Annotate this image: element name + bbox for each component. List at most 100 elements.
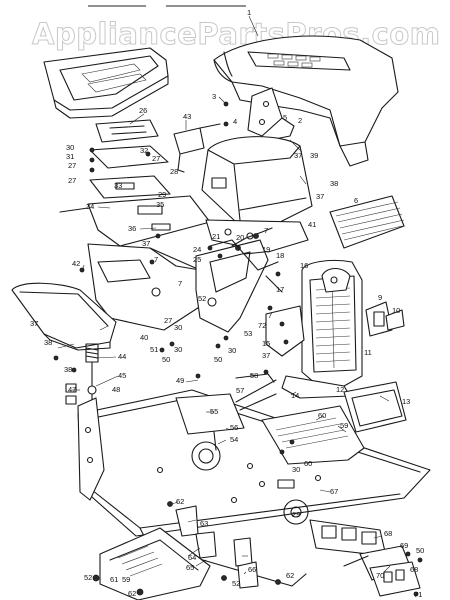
seat-part bbox=[43, 47, 169, 119]
callout-38: 38 bbox=[64, 365, 72, 374]
front-plate-13 bbox=[343, 381, 407, 433]
callout-39: 39 bbox=[310, 151, 318, 160]
callout-50: 50 bbox=[214, 355, 222, 364]
grille-mount-bracket bbox=[265, 305, 305, 357]
brake-rod-linkage bbox=[175, 373, 277, 451]
callout-53: 53 bbox=[244, 329, 252, 338]
callout-69: 69 bbox=[400, 541, 408, 550]
callout-37: 37 bbox=[316, 192, 324, 201]
callout-49: 49 bbox=[176, 376, 184, 385]
callout-55: 55 bbox=[210, 407, 218, 416]
callout-66: 66 bbox=[248, 565, 256, 574]
throttle-linkage bbox=[207, 239, 283, 293]
left-side-panel bbox=[87, 243, 211, 331]
seat-mount-plate bbox=[95, 119, 159, 143]
front-axle-assembly bbox=[343, 545, 423, 597]
callout-52: 52 bbox=[198, 294, 206, 303]
hardware-fasteners bbox=[53, 101, 295, 455]
seat-hardware-stack bbox=[89, 145, 171, 199]
bumper-strip-6 bbox=[329, 195, 405, 249]
callout-54: 54 bbox=[230, 435, 238, 444]
callout-56: 56 bbox=[230, 423, 238, 432]
callout-41: 41 bbox=[308, 220, 316, 229]
callout-7: 7 bbox=[264, 226, 268, 235]
pedal-spring-assembly bbox=[65, 343, 99, 405]
callout-4: 4 bbox=[233, 117, 237, 126]
callout-62: 62 bbox=[128, 589, 136, 598]
callout-30: 30 bbox=[66, 143, 74, 152]
callout-3: 3 bbox=[212, 92, 216, 101]
callout-36: 36 bbox=[128, 224, 136, 233]
callout-leader-lines bbox=[57, 15, 391, 575]
callout-6: 6 bbox=[354, 196, 358, 205]
callout-60: 60 bbox=[304, 459, 312, 468]
headlight-assembly bbox=[365, 301, 405, 337]
callout-18: 18 bbox=[276, 251, 284, 260]
callout-32: 32 bbox=[140, 146, 148, 155]
callout-28: 28 bbox=[170, 167, 178, 176]
steering-column-tower bbox=[195, 227, 273, 333]
callout-60: 60 bbox=[318, 411, 326, 420]
fender-cover bbox=[201, 136, 313, 223]
callout-38: 38 bbox=[44, 338, 52, 347]
callout-9: 9 bbox=[378, 293, 382, 302]
callout-59: 59 bbox=[122, 575, 130, 584]
callout-37: 37 bbox=[30, 319, 38, 328]
step-plate-rear bbox=[261, 405, 365, 465]
callout-7: 7 bbox=[178, 279, 182, 288]
callout-27: 27 bbox=[152, 154, 160, 163]
callout-43: 43 bbox=[183, 112, 191, 121]
front-grille-housing bbox=[301, 259, 363, 387]
callout-27: 27 bbox=[68, 176, 76, 185]
hood-part bbox=[213, 35, 399, 167]
grille-lower-pan bbox=[281, 375, 351, 399]
callout-37: 37 bbox=[142, 239, 150, 248]
step-brackets bbox=[167, 501, 281, 589]
callout-38: 38 bbox=[330, 179, 338, 188]
callout-48: 48 bbox=[112, 385, 120, 394]
callout-27: 27 bbox=[68, 161, 76, 170]
callout-45: 45 bbox=[118, 371, 126, 380]
callout-15: 15 bbox=[262, 339, 270, 348]
callout-51: 51 bbox=[150, 345, 158, 354]
callout-72: 72 bbox=[258, 321, 266, 330]
callout-1: 1 bbox=[247, 8, 251, 17]
callout-70: 70 bbox=[376, 571, 384, 580]
left-running-board bbox=[11, 282, 117, 351]
callout-62: 62 bbox=[176, 497, 184, 506]
callout-12: 12 bbox=[336, 385, 344, 394]
callout-33: 33 bbox=[114, 181, 122, 190]
callout-21: 21 bbox=[212, 232, 220, 241]
callout-7: 7 bbox=[268, 311, 272, 320]
callout-65: 65 bbox=[186, 563, 194, 572]
callout-30: 30 bbox=[292, 465, 300, 474]
callout-17: 17 bbox=[276, 285, 284, 294]
callout-68: 68 bbox=[410, 565, 418, 574]
callout-26: 26 bbox=[139, 106, 147, 115]
callout-27: 27 bbox=[164, 316, 172, 325]
step-plate-front bbox=[92, 527, 211, 600]
callout-62: 62 bbox=[286, 571, 294, 580]
callout-47: 47 bbox=[68, 385, 76, 394]
callout-50: 50 bbox=[416, 546, 424, 555]
callout-67: 67 bbox=[330, 487, 338, 496]
callout-37: 37 bbox=[262, 351, 270, 360]
chassis-frame bbox=[77, 389, 431, 587]
callout-50: 50 bbox=[162, 355, 170, 364]
callout-44: 44 bbox=[118, 352, 126, 361]
callout-19: 19 bbox=[262, 245, 270, 254]
callout-5: 5 bbox=[283, 113, 287, 122]
callout-37: 37 bbox=[294, 151, 302, 160]
callout-7: 7 bbox=[154, 255, 158, 264]
callout-42: 42 bbox=[72, 259, 80, 268]
callout-numbers: 1 3 4 5 2 37 39 38 37 26 43 41 30 31 27 … bbox=[30, 8, 424, 599]
callout-30: 30 bbox=[174, 323, 182, 332]
callout-61: 61 bbox=[110, 575, 118, 584]
callout-40: 40 bbox=[140, 333, 148, 342]
callout-25: 25 bbox=[193, 255, 201, 264]
callout-63: 63 bbox=[200, 519, 208, 528]
bracket-43 bbox=[173, 123, 221, 173]
callout-35: 35 bbox=[156, 200, 164, 209]
callout-29: 29 bbox=[158, 190, 166, 199]
callout-13: 13 bbox=[402, 397, 410, 406]
